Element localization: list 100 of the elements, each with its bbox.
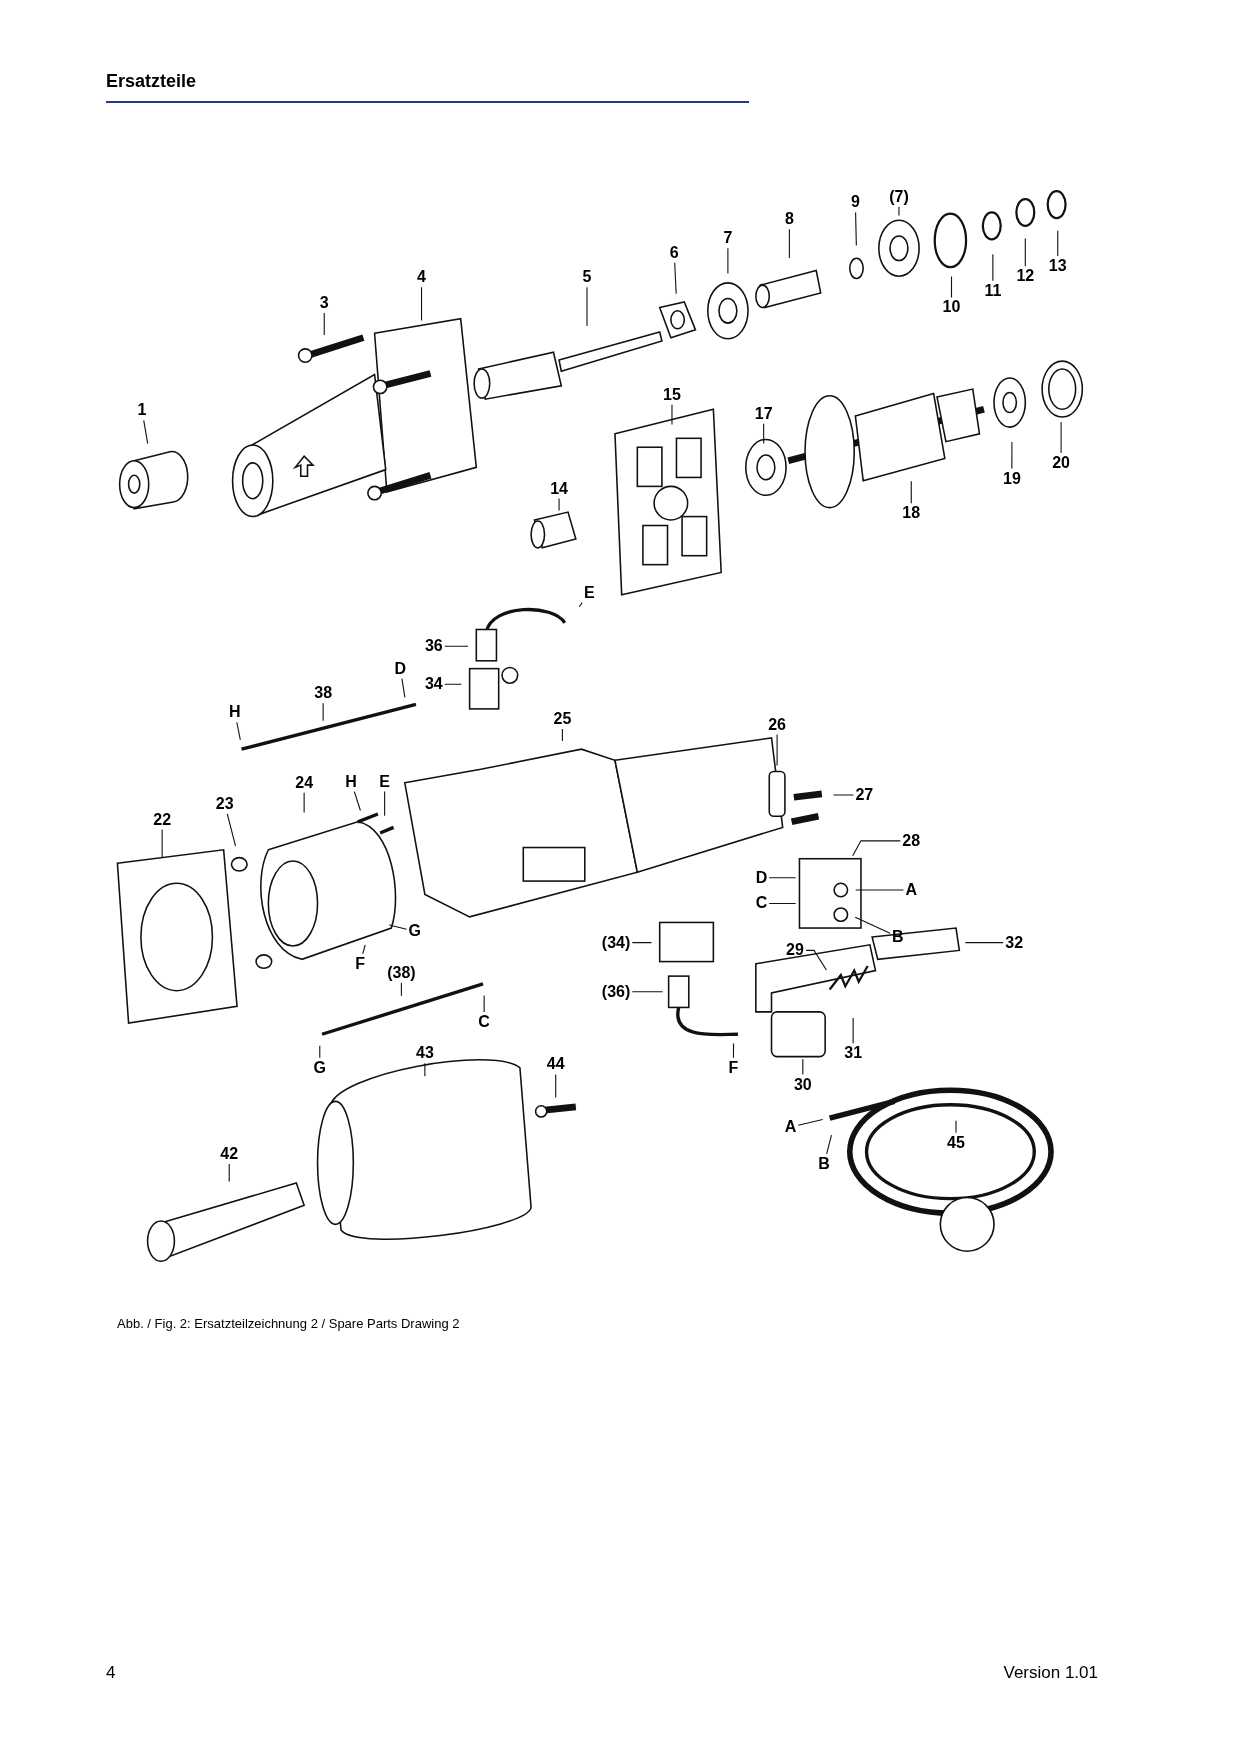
leader-line	[1060, 421, 1062, 454]
callout-number: H	[229, 704, 241, 721]
leader-line	[805, 949, 827, 971]
callout-number: 31	[844, 1045, 862, 1062]
callout-number: A	[905, 882, 918, 898]
leader-line	[323, 312, 325, 336]
callout-number: (36)	[601, 983, 631, 1000]
callout-number: D	[394, 660, 407, 677]
leader-line	[955, 1120, 957, 1134]
callout-number: 6	[669, 244, 679, 261]
leader-line	[226, 813, 237, 847]
leader-line	[578, 602, 583, 608]
callout-number: H	[345, 773, 357, 790]
leader-line	[768, 877, 797, 879]
leader-line	[832, 794, 854, 796]
callout-number: 18	[902, 505, 921, 522]
leader-line	[776, 734, 778, 767]
leader-line	[444, 645, 469, 647]
callout-number: E	[583, 584, 595, 601]
leader-line	[852, 1017, 854, 1044]
leader-line	[444, 683, 462, 685]
callout-number: 29	[786, 942, 804, 959]
leader-line	[362, 944, 366, 955]
callout-number: 34	[424, 676, 443, 693]
callout-number: 24	[295, 774, 313, 791]
leader-line	[401, 678, 406, 698]
leader-line	[674, 262, 677, 295]
callout-number: 7	[723, 230, 733, 247]
callout-number: 36	[424, 638, 443, 655]
callout-number: 38	[314, 685, 332, 702]
callout-number: 44	[546, 1056, 565, 1073]
leader-line	[732, 1043, 735, 1059]
leader-line	[384, 791, 386, 817]
leader-line	[950, 276, 953, 299]
callout-number: 30	[793, 1076, 812, 1093]
page-footer-text: Version 1.01	[1003, 1662, 1098, 1684]
leader-line	[322, 702, 324, 722]
leader-line	[558, 498, 560, 512]
leader-line	[898, 206, 900, 216]
leader-line	[855, 211, 857, 247]
callout-number: 11	[984, 282, 1002, 299]
leader-line	[826, 1134, 833, 1155]
callout-number: 13	[1048, 258, 1067, 275]
callout-number: 26	[768, 716, 786, 733]
figure-caption: Abb. / Fig. 2: Ersatzteilzeichnung 2 / Spare Parts Drawing 2	[117, 1315, 460, 1333]
callout-number: 20	[1052, 454, 1070, 471]
leader-line	[763, 423, 765, 445]
leader-line	[161, 829, 163, 858]
callout-number: 4	[417, 269, 426, 286]
callout-number: G	[313, 1059, 326, 1076]
leader-line	[353, 791, 361, 812]
leader-line	[424, 1062, 426, 1077]
callout-number: 22	[153, 811, 171, 828]
leader-line	[964, 942, 1004, 944]
callout-number: 3	[319, 295, 329, 311]
leader-line	[400, 982, 402, 997]
leader-line	[388, 924, 408, 930]
leader-line	[586, 286, 588, 327]
leader-line	[143, 419, 149, 445]
callout-number: 28	[902, 832, 921, 849]
callout-number: 25	[553, 710, 572, 727]
callout-number: B	[818, 1155, 830, 1172]
callout-number: E	[379, 773, 390, 790]
leader-line	[631, 991, 664, 993]
leader-line	[727, 247, 729, 275]
leader-line	[788, 228, 790, 259]
leader-line	[852, 840, 901, 857]
callout-number: 17	[754, 405, 773, 422]
callout-number: 19	[1003, 470, 1021, 487]
callout-number: D	[755, 869, 768, 886]
leader-line	[854, 916, 891, 934]
callout-number: 12	[1016, 268, 1035, 285]
callout-number: 32	[1005, 934, 1023, 951]
callout-number: 42	[220, 1145, 239, 1162]
leader-line	[483, 995, 485, 1013]
callout-number: 5	[582, 269, 592, 286]
callout-number: 27	[855, 787, 874, 803]
callout-number: 45	[947, 1134, 965, 1151]
leader-line	[671, 404, 673, 426]
leader-line	[236, 721, 241, 741]
leader-line	[855, 889, 905, 891]
callout-number: 9	[850, 194, 860, 211]
callout-number: G	[408, 923, 422, 940]
leader-line	[797, 1118, 824, 1126]
callout-number: A	[784, 1119, 797, 1136]
callout-number: (34)	[601, 934, 631, 951]
callout-number: (7)	[889, 188, 909, 205]
leader-line	[555, 1073, 557, 1099]
leader-line	[561, 728, 563, 742]
callout-number: C	[755, 895, 768, 912]
page-footer-text: 4	[106, 1662, 116, 1684]
callout-number: 23	[215, 795, 234, 812]
callout-number: F	[728, 1059, 739, 1076]
callout-number: 14	[550, 480, 568, 497]
callout-number: F	[355, 955, 365, 972]
leader-line	[1057, 230, 1059, 257]
leader-line	[420, 286, 423, 322]
leader-line	[228, 1163, 230, 1182]
callout-number: 10	[942, 299, 961, 316]
page-title: Ersatzteile	[106, 71, 197, 91]
